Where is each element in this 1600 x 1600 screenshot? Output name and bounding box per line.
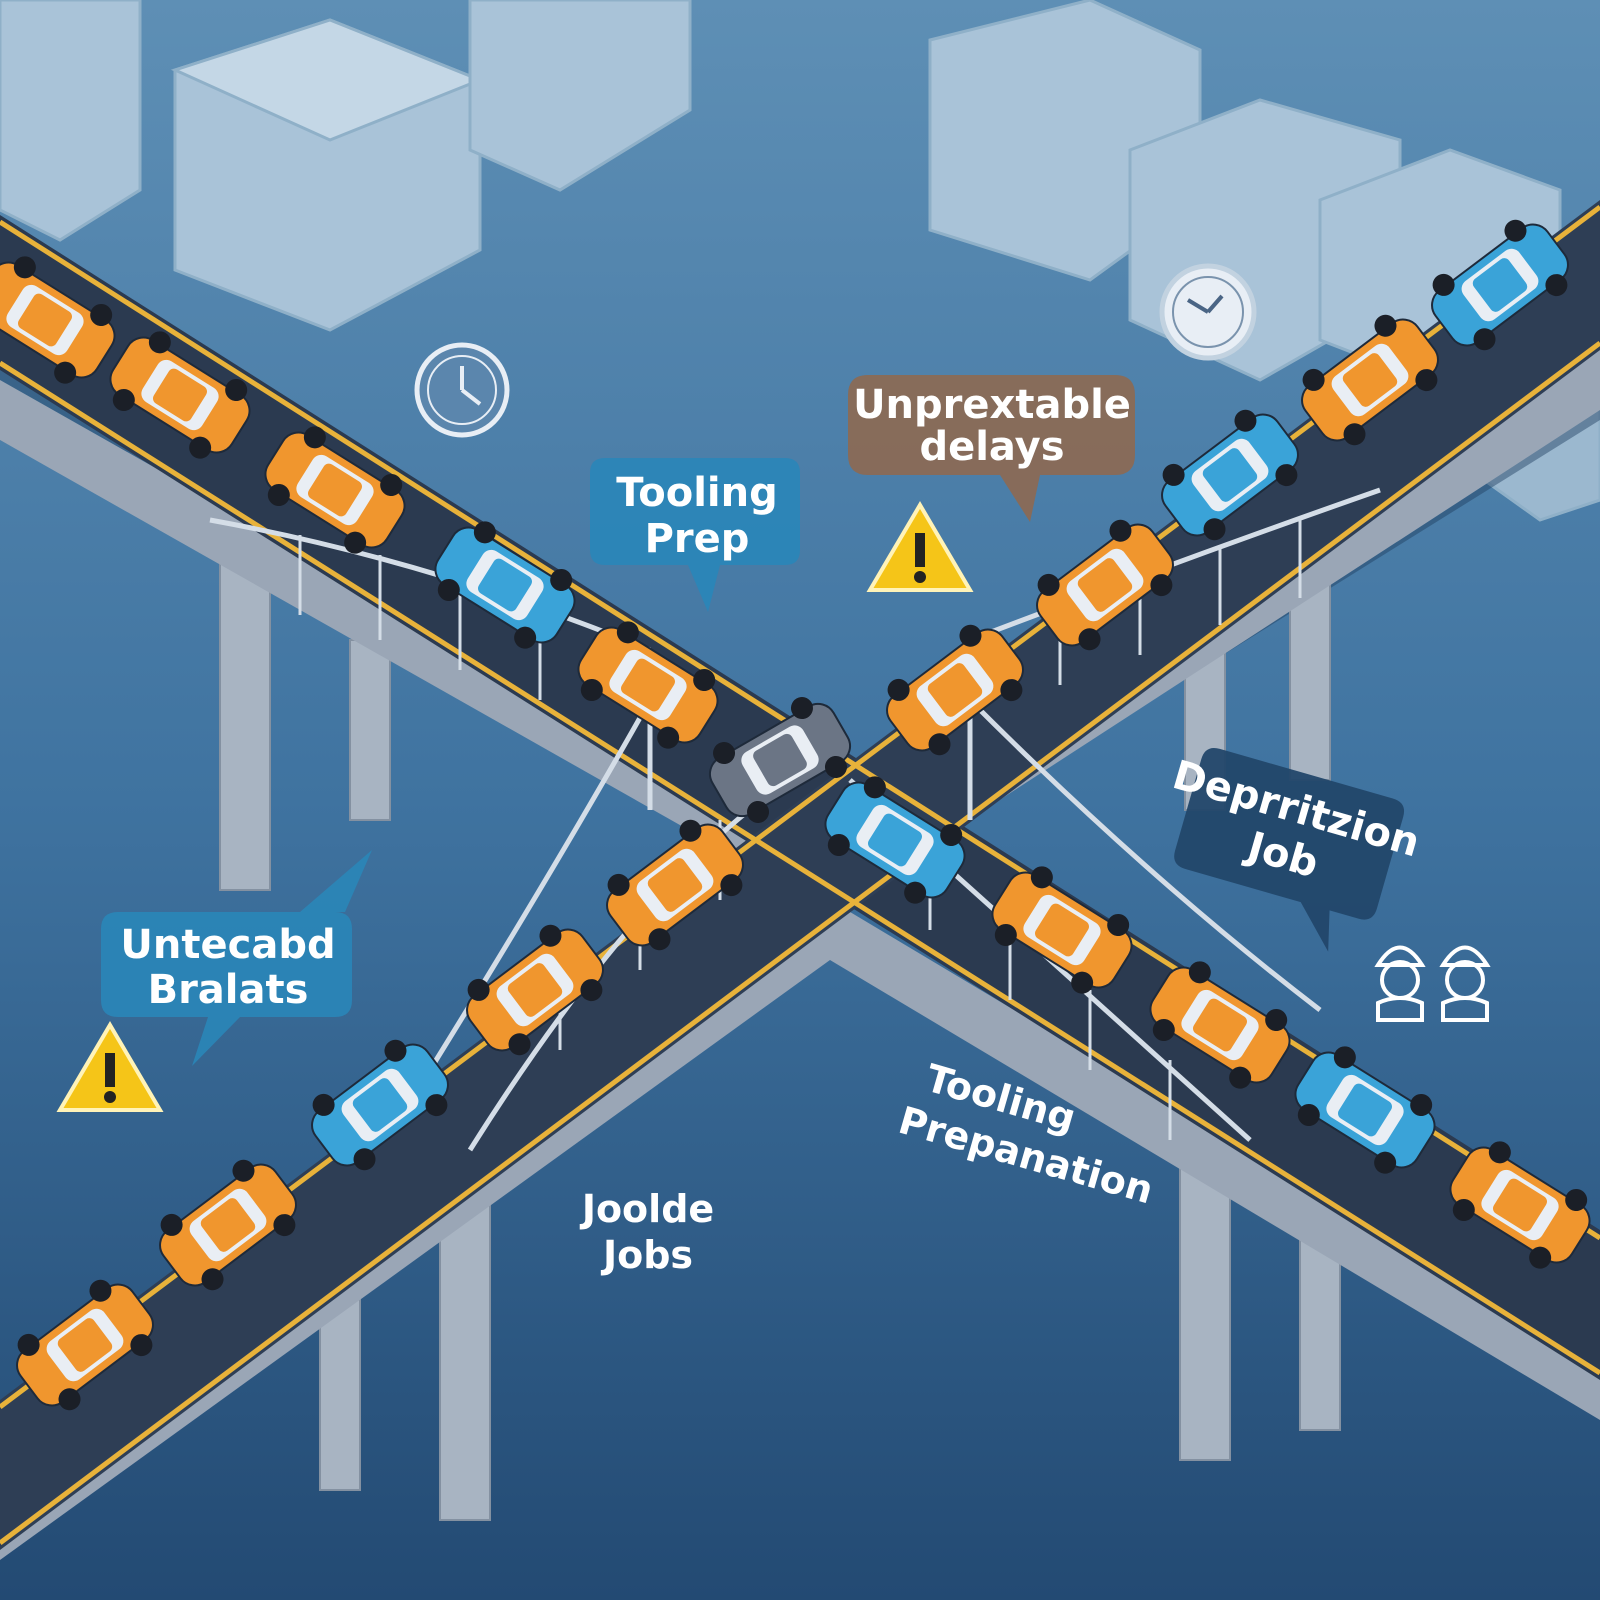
buildings	[0, 0, 1600, 522]
car-orange	[109, 331, 251, 459]
tooling-prep-line2: Prep	[645, 516, 750, 562]
car-gray	[708, 697, 852, 823]
car-blue	[311, 1039, 449, 1171]
car-blue	[434, 521, 576, 649]
unpredictable-delays-line2: delays	[919, 424, 1064, 470]
joolde-jobs-line2: Jobs	[600, 1233, 693, 1277]
joolde-jobs-line1: Joolde	[579, 1187, 714, 1231]
road-diagonal-up	[0, 200, 1600, 1550]
car-blue	[1161, 409, 1299, 541]
worker-icon	[1374, 945, 1426, 1022]
car-orange	[606, 819, 744, 951]
car-orange	[0, 256, 116, 384]
warning-icon	[866, 501, 974, 592]
bubble-unpredictable-delays: Unprextable delays	[848, 375, 1135, 522]
tooling-prep-line1: Tooling	[616, 470, 777, 516]
clock-icon	[1159, 263, 1257, 361]
cars	[0, 219, 1591, 1411]
car-orange	[466, 924, 604, 1056]
car-orange	[1149, 961, 1291, 1089]
car-orange	[159, 1159, 297, 1291]
clock-icon	[414, 342, 510, 438]
warning-icon	[56, 1021, 164, 1112]
bubble-tooling-prep: Tooling Prep	[590, 458, 800, 612]
car-blue	[824, 776, 966, 904]
car-orange	[577, 621, 719, 749]
bridge-pillars	[219, 559, 1341, 1521]
untracked-blockers-line1: Untecabd	[120, 922, 335, 968]
car-orange	[991, 866, 1133, 994]
car-orange	[1449, 1141, 1591, 1269]
car-blue	[1431, 219, 1569, 351]
bubble-untracked-blockers: Untecabd Bralats	[101, 850, 372, 1066]
worker-icon	[1439, 945, 1491, 1022]
car-orange	[1036, 519, 1174, 651]
car-orange	[264, 426, 406, 554]
car-blue	[1294, 1046, 1436, 1174]
car-orange	[1301, 314, 1439, 446]
car-orange	[886, 624, 1024, 756]
untracked-blockers-line2: Bralats	[148, 967, 309, 1013]
car-orange	[16, 1279, 154, 1411]
unpredictable-delays-line1: Unprextable	[853, 382, 1131, 428]
